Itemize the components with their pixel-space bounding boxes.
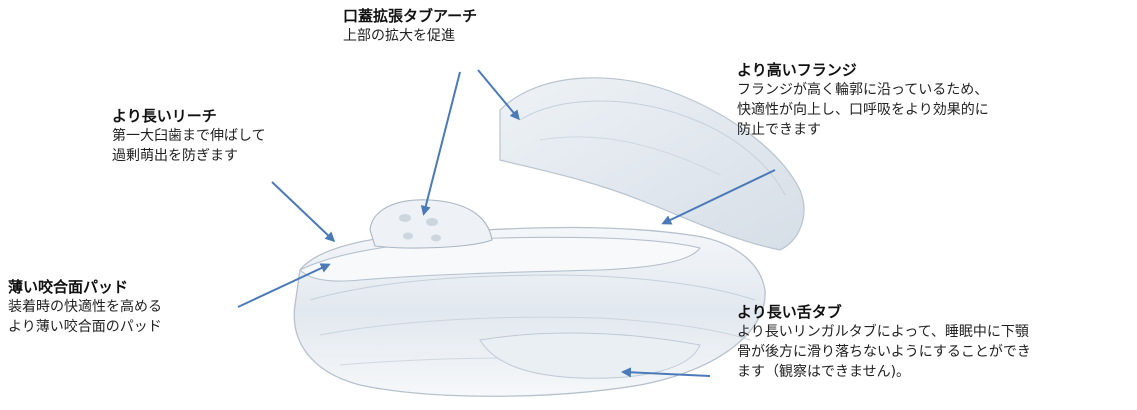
callout-desc: 第一大臼歯まで伸ばして 過剰萌出を防ぎます <box>112 128 266 164</box>
callout-palatal-arch: 口蓋拡張タブアーチ 上部の拡大を促進 <box>343 6 477 46</box>
callout-tongue-tab: より長い舌タブ より長いリンガルタブによって、睡眠中に下顎 骨が後方に滑り落ちな… <box>737 302 1031 382</box>
callout-title: 口蓋拡張タブアーチ <box>343 7 478 25</box>
arrow-occlusal <box>237 263 331 308</box>
callout-desc: フランジが高く輪郭に沿っているため、 快適性が向上し、口呼吸をより効果的に 防止… <box>737 82 989 138</box>
callout-longer-reach: より長いリーチ 第一大臼歯まで伸ばして 過剰萌出を防ぎます <box>112 106 266 166</box>
callout-title: より高いフランジ <box>737 61 857 79</box>
callout-title: より長いリーチ <box>112 107 217 125</box>
callout-desc: より長いリンガルタブによって、睡眠中に下顎 骨が後方に滑り落ちないようにすること… <box>737 324 1031 380</box>
callout-higher-flange: より高いフランジ フランジが高く輪郭に沿っているため、 快適性が向上し、口呼吸を… <box>737 60 989 140</box>
callout-desc: 装着時の快適性を高める より薄い咬合面のパッド <box>8 299 162 335</box>
callout-occlusal-pad: 薄い咬合面パッド 装着時の快適性を高める より薄い咬合面のパッド <box>8 277 162 337</box>
arrow-flange <box>661 169 776 225</box>
upper-flange <box>499 77 805 251</box>
tongue-tab <box>479 332 701 379</box>
callout-title: より長い舌タブ <box>737 303 842 321</box>
arrow-palatal-1 <box>420 71 461 216</box>
arrow-palatal-2 <box>477 69 520 121</box>
arrow-tongue <box>621 367 711 378</box>
arrow-reach <box>271 181 336 243</box>
callout-desc: 上部の拡大を促進 <box>343 28 455 44</box>
callout-title: 薄い咬合面パッド <box>8 278 129 296</box>
